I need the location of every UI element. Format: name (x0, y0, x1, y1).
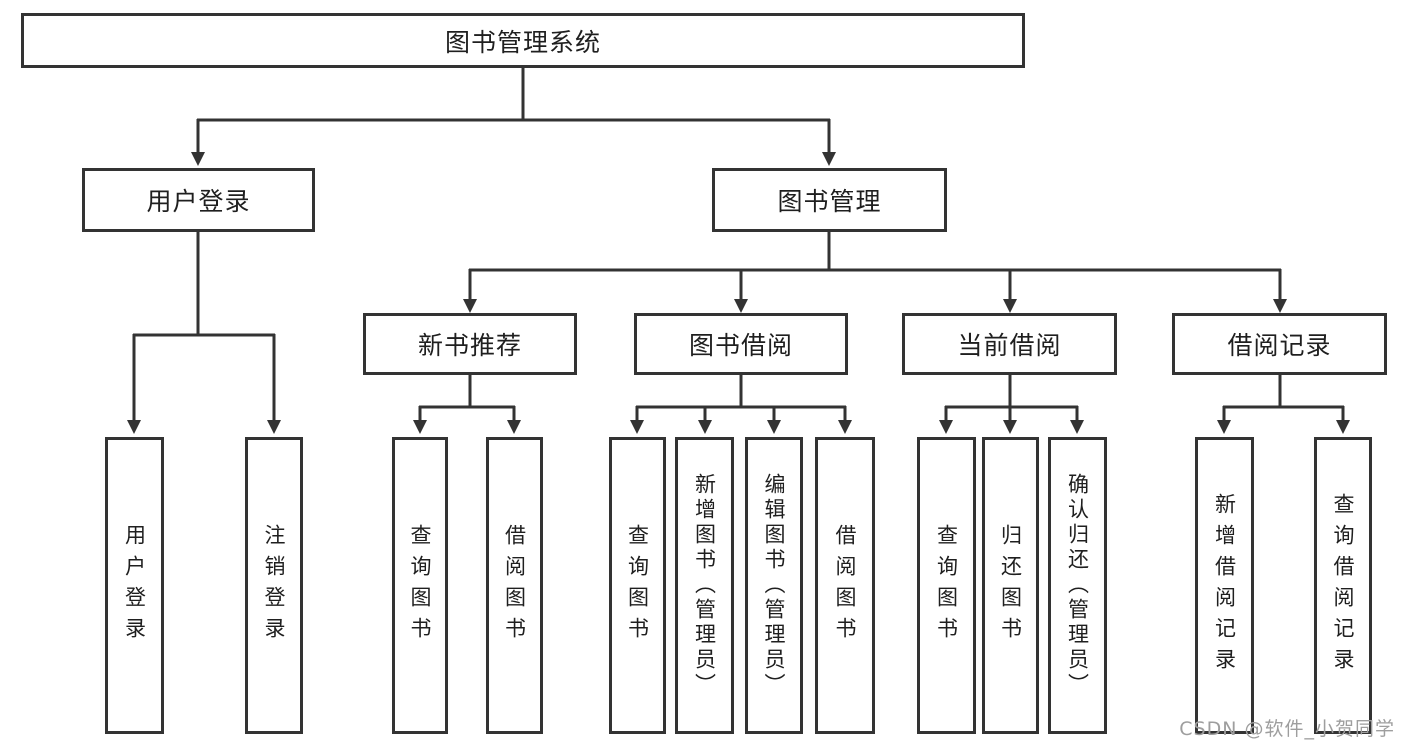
leaf-edit-books-admin: 编辑图书（管理员） (745, 437, 803, 734)
leaf-query-books-recommend: 查询图书 (392, 437, 448, 734)
node-new-book-recommend: 新书推荐 (363, 313, 577, 375)
leaf-add-borrow-record-label: 新增借阅记录 (1212, 492, 1237, 679)
leaf-edit-books-admin-label: 编辑图书（管理员） (762, 473, 786, 698)
node-book-borrowing: 图书借阅 (634, 313, 848, 375)
node-user-login: 用户登录 (82, 168, 315, 232)
leaf-add-books-admin-label: 新增图书（管理员） (692, 473, 717, 698)
leaf-user-login-label: 用户登录 (122, 523, 147, 648)
leaf-borrow-books-recommend-label: 借阅图书 (502, 523, 527, 648)
node-borrowing-records: 借阅记录 (1172, 313, 1387, 375)
leaf-query-borrow-record: 查询借阅记录 (1314, 437, 1372, 734)
leaf-query-books-borrowing: 查询图书 (609, 437, 666, 734)
leaf-query-books-recommend-label: 查询图书 (408, 523, 432, 648)
leaf-confirm-return-admin-label: 确认归还（管理员） (1065, 473, 1090, 698)
leaf-query-borrow-record-label: 查询借阅记录 (1331, 492, 1355, 679)
node-book-management: 图书管理 (712, 168, 947, 232)
leaf-add-books-admin: 新增图书（管理员） (675, 437, 734, 734)
leaf-borrow-books-label: 借阅图书 (833, 523, 857, 648)
leaf-query-books-current: 查询图书 (917, 437, 976, 734)
leaf-return-books-label: 归还图书 (998, 523, 1023, 648)
leaf-query-books-current-label: 查询图书 (934, 523, 959, 648)
node-library-management-system: 图书管理系统 (21, 13, 1025, 68)
leaf-logout-label: 注销登录 (262, 523, 286, 648)
leaf-confirm-return-admin: 确认归还（管理员） (1048, 437, 1107, 734)
leaf-logout: 注销登录 (245, 437, 303, 734)
node-current-borrowing: 当前借阅 (902, 313, 1117, 375)
leaf-user-login: 用户登录 (105, 437, 164, 734)
leaf-query-books-borrowing-label: 查询图书 (625, 523, 650, 648)
csdn-watermark: CSDN @软件_小贺同学 (1179, 718, 1395, 740)
leaf-return-books: 归还图书 (982, 437, 1039, 734)
leaf-add-borrow-record: 新增借阅记录 (1195, 437, 1254, 734)
leaf-borrow-books: 借阅图书 (815, 437, 875, 734)
leaf-borrow-books-recommend: 借阅图书 (486, 437, 543, 734)
